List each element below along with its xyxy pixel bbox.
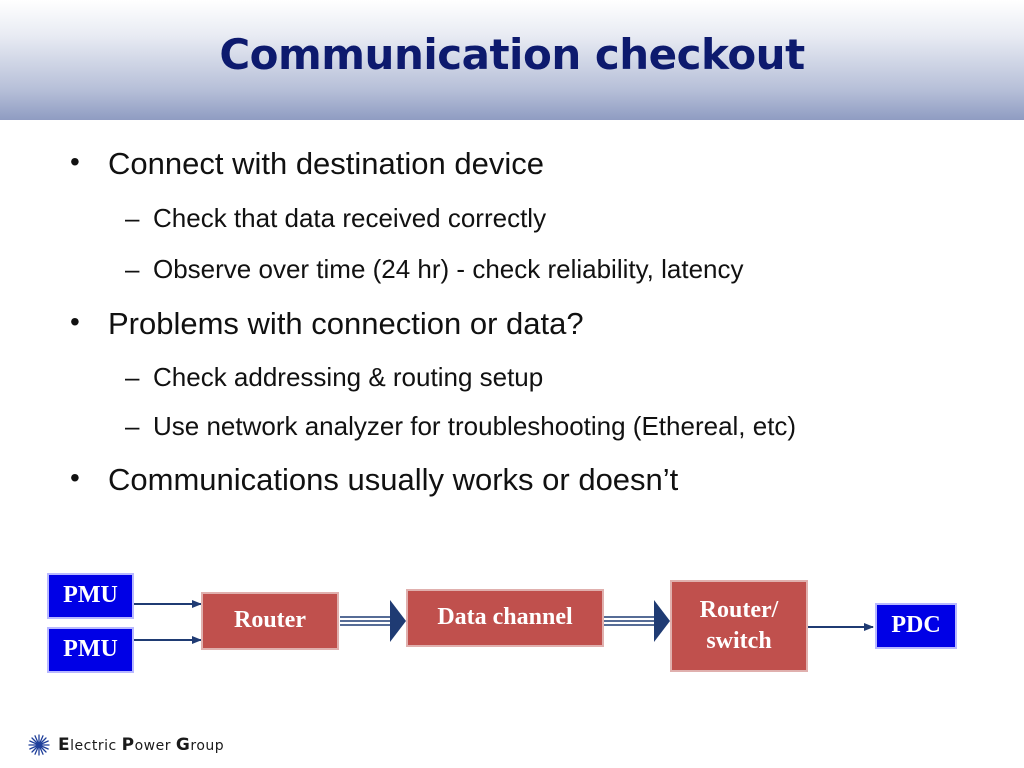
router-switch-box: Router/ switch: [670, 580, 808, 672]
footer-logo: Electric Power Group: [28, 734, 224, 756]
bullet-glyph: •: [70, 146, 80, 177]
router-label: Router: [234, 607, 306, 634]
sub-bullet-glyph: –: [125, 254, 140, 284]
sub-bullet-text: Check addressing & routing setup: [153, 362, 544, 392]
sub-bullet-item: – Check that data received correctly: [125, 203, 547, 234]
starburst-icon: [28, 734, 50, 756]
arrow-router-datachannel: [340, 600, 406, 642]
pmu-label: PMU: [63, 636, 118, 663]
company-initial-g: G: [175, 735, 191, 755]
pmu-label: PMU: [63, 582, 118, 609]
company-name: Electric Power Group: [58, 735, 224, 755]
bullet-glyph: •: [70, 462, 80, 493]
sub-bullet-glyph: –: [125, 362, 140, 392]
sub-bullet-item: – Use network analyzer for troubleshooti…: [125, 411, 797, 442]
router-box: Router: [201, 592, 339, 650]
bullet-text: Problems with connection or data?: [108, 306, 584, 341]
sub-bullet-glyph: –: [125, 411, 140, 441]
router-switch-label-line2: switch: [706, 628, 772, 654]
bullet-text: Connect with destination device: [108, 146, 544, 181]
pmu-box: PMU: [47, 627, 134, 673]
data-channel-label: Data channel: [437, 604, 573, 631]
company-word-ower: ower: [134, 738, 176, 754]
pdc-label: PDC: [891, 612, 941, 639]
company-word-roup: roup: [190, 738, 225, 754]
company-initial-e: E: [58, 735, 71, 755]
company-word-lectric: lectric: [70, 738, 122, 754]
sub-bullet-item: – Check addressing & routing setup: [125, 362, 544, 393]
company-initial-p: P: [121, 735, 135, 755]
slide-title: Communication checkout: [219, 30, 805, 79]
sub-bullet-item: – Observe over time (24 hr) - check reli…: [125, 254, 744, 285]
sub-bullet-text: Check that data received correctly: [153, 203, 547, 233]
bullet-item: • Communications usually works or doesn’…: [70, 462, 679, 498]
sub-bullet-glyph: –: [125, 203, 140, 233]
pmu-box: PMU: [47, 573, 134, 619]
arrow-datachannel-routerswitch: [604, 600, 670, 642]
pdc-box: PDC: [875, 603, 957, 649]
bullet-text: Communications usually works or doesn’t: [108, 462, 679, 497]
data-channel-box: Data channel: [406, 589, 604, 647]
router-switch-label-line1: Router/: [699, 596, 779, 623]
title-banner: [0, 0, 1024, 120]
bullet-item: • Problems with connection or data?: [70, 306, 584, 342]
bullet-glyph: •: [70, 306, 80, 337]
sub-bullet-text: Observe over time (24 hr) - check reliab…: [153, 254, 744, 284]
bullet-item: • Connect with destination device: [70, 146, 544, 182]
sub-bullet-text: Use network analyzer for troubleshooting…: [153, 411, 797, 441]
